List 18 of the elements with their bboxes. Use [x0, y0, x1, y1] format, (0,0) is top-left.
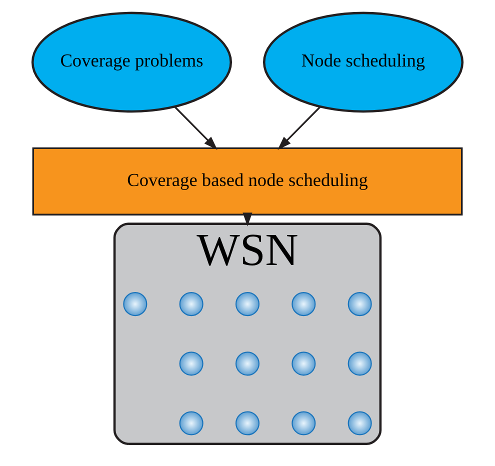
cluster: WSN	[113, 222, 382, 446]
node-circle	[292, 352, 316, 376]
node-circle	[235, 292, 260, 316]
node-circle	[292, 292, 316, 316]
node-circle	[179, 411, 204, 436]
node-circle	[123, 292, 148, 316]
node-circle	[292, 411, 316, 436]
node-circle	[235, 352, 260, 376]
node-circle	[348, 352, 372, 376]
arrow	[278, 106, 321, 150]
node-ellipse: Node scheduling	[262, 12, 464, 113]
node-circle	[348, 411, 372, 436]
node-circle	[179, 292, 204, 316]
node-circle	[235, 411, 260, 436]
node-circle	[348, 292, 372, 316]
node-ellipse: Coverage problems	[31, 12, 232, 113]
arrow	[174, 106, 218, 150]
node-circle	[179, 352, 204, 376]
